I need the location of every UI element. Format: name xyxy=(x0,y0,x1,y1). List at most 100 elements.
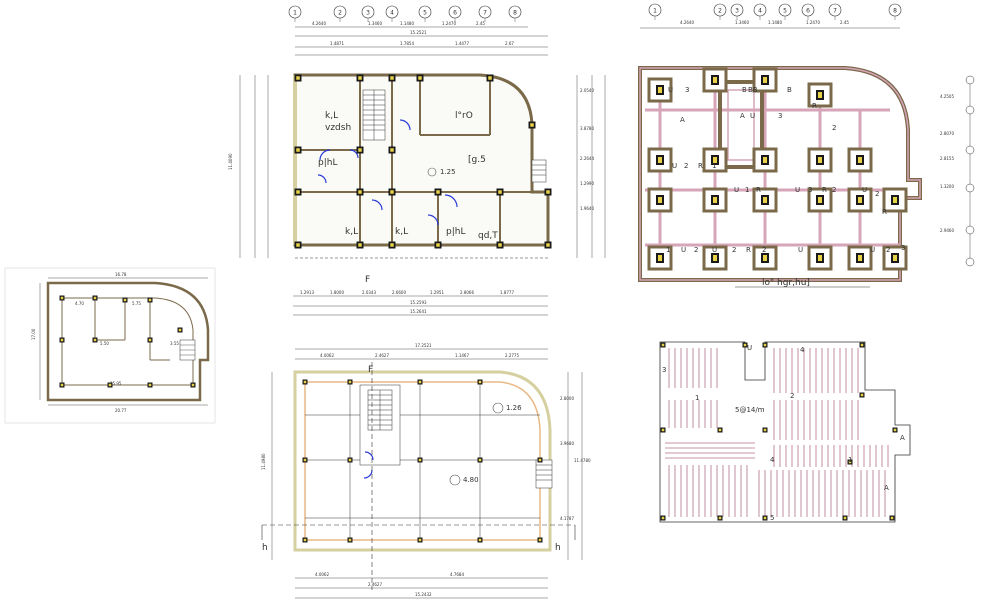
room-label: k,L xyxy=(395,227,408,237)
column-core xyxy=(108,383,112,387)
footing-label: 2 xyxy=(832,124,836,132)
grid-bubble xyxy=(333,5,347,19)
dim-text: 5.50 xyxy=(100,341,109,346)
footing-label: U xyxy=(712,246,717,254)
grid-bubble-label: 5 xyxy=(423,10,427,17)
columns xyxy=(294,74,552,249)
slab-labels: U 4 3 5@14/m 1 2 4 5 1 A A xyxy=(662,344,905,522)
slab-columns xyxy=(660,342,898,521)
room-label: p|hL xyxy=(318,158,337,168)
column-core xyxy=(303,538,307,542)
footing-label: U xyxy=(798,246,803,254)
slab-label: 2 xyxy=(790,392,794,400)
column-core xyxy=(890,516,894,520)
footing-label: R xyxy=(698,162,703,170)
dim-text: 1.9640 xyxy=(580,206,594,211)
footing-column-core xyxy=(763,157,767,163)
grid-bubble xyxy=(965,183,975,193)
level-marker-icon xyxy=(449,474,461,486)
column-core xyxy=(348,538,352,542)
column-core xyxy=(418,380,422,384)
grid-bubble-label: 6 xyxy=(453,10,457,17)
footing-label: R xyxy=(756,186,761,194)
footing-label: U xyxy=(795,186,800,194)
dim-text: 17.00 xyxy=(31,328,36,340)
dim-text: 15.2521 xyxy=(410,30,427,35)
dim-text: 2.8000 xyxy=(560,396,574,401)
column-core xyxy=(348,458,352,462)
footing-column-core xyxy=(818,197,822,203)
dim-text: 2.8070 xyxy=(940,131,954,136)
grid-bubble-label: 5 xyxy=(783,8,787,15)
grid-bubble xyxy=(288,5,302,19)
footing-label: 2 xyxy=(732,246,736,254)
footing-column-core xyxy=(858,197,862,203)
column-core xyxy=(488,76,492,80)
column-core xyxy=(390,190,394,194)
side-grid-bubbles xyxy=(965,75,975,267)
column-core xyxy=(358,190,362,194)
footing-column-core xyxy=(858,255,862,261)
dim-text: 4.70 xyxy=(75,301,84,306)
column-core xyxy=(148,298,152,302)
dim-text: 1.4477 xyxy=(455,41,469,46)
dim-text: 2.45 xyxy=(840,20,849,25)
column-core xyxy=(661,343,665,347)
column-core xyxy=(148,383,152,387)
level-label: 1.25 xyxy=(440,168,456,176)
column-core xyxy=(530,123,534,127)
footing-label: 2 xyxy=(832,186,836,194)
footing-label: 3 xyxy=(808,186,812,194)
footing-label: 2 xyxy=(875,190,879,198)
room-label: vzdsh xyxy=(325,123,351,133)
column-core xyxy=(743,343,747,347)
footing-column-core xyxy=(658,255,662,261)
dim-text: 1.8000 xyxy=(330,290,344,295)
dim-text: 2.0540 xyxy=(580,88,594,93)
dim-text: 2.4627 xyxy=(368,582,382,587)
footing-column-core xyxy=(763,255,767,261)
room-label: p|hL xyxy=(446,227,465,237)
column-core xyxy=(436,190,440,194)
footing-label: U xyxy=(870,246,875,254)
dim-text: 2.0343 xyxy=(362,290,376,295)
dim-text: 1.3460 xyxy=(368,21,382,26)
dim-text: 15.95 xyxy=(110,381,122,386)
footing-label: 3 xyxy=(901,244,905,252)
footing-label: B xyxy=(787,86,792,94)
footing-column-core xyxy=(893,197,897,203)
column-core xyxy=(763,516,767,520)
slab-label: 5 xyxy=(770,514,774,522)
grid-bubble xyxy=(965,225,975,235)
column-core xyxy=(296,190,300,194)
slab-outline xyxy=(659,341,911,523)
column-core xyxy=(478,538,482,542)
tie-beams xyxy=(645,80,900,270)
room-labels: k,L vzdsh p|hL l°rO k,L k,L p|hL qd,T [g… xyxy=(318,111,498,285)
dim-text: 2.8066 xyxy=(460,290,474,295)
grid-bubble xyxy=(778,3,792,17)
grid-bubble xyxy=(965,257,975,267)
footing-label: 2 xyxy=(684,162,688,170)
column-core xyxy=(661,428,665,432)
dim-text: 2.2775 xyxy=(505,353,519,358)
grid-bubble-label: 2 xyxy=(338,10,342,17)
dim-text: 1.8777 xyxy=(500,290,514,295)
column-core xyxy=(860,393,864,397)
dim-text: 4.2640 xyxy=(312,21,326,26)
dim-text: 1.2913 xyxy=(300,290,314,295)
side-dims: 4.2505 2.8070 2.8155 1.3200 2.9460 xyxy=(940,94,954,233)
column-core xyxy=(60,338,64,342)
dim-text: 17.2521 xyxy=(415,343,432,348)
dim-text: 5.75 xyxy=(132,301,141,306)
rebar-hatch xyxy=(665,348,889,517)
dim-text: 2.45 xyxy=(476,21,485,26)
footing-column-core xyxy=(818,92,822,98)
dimension-texts-col: 4.2640 1.3460 1.1480 1.2470 2.45 xyxy=(680,20,849,25)
grid-bubble xyxy=(730,3,744,17)
grid-bubble-label: 4 xyxy=(390,10,394,17)
column-core xyxy=(93,296,97,300)
column-core xyxy=(478,380,482,384)
